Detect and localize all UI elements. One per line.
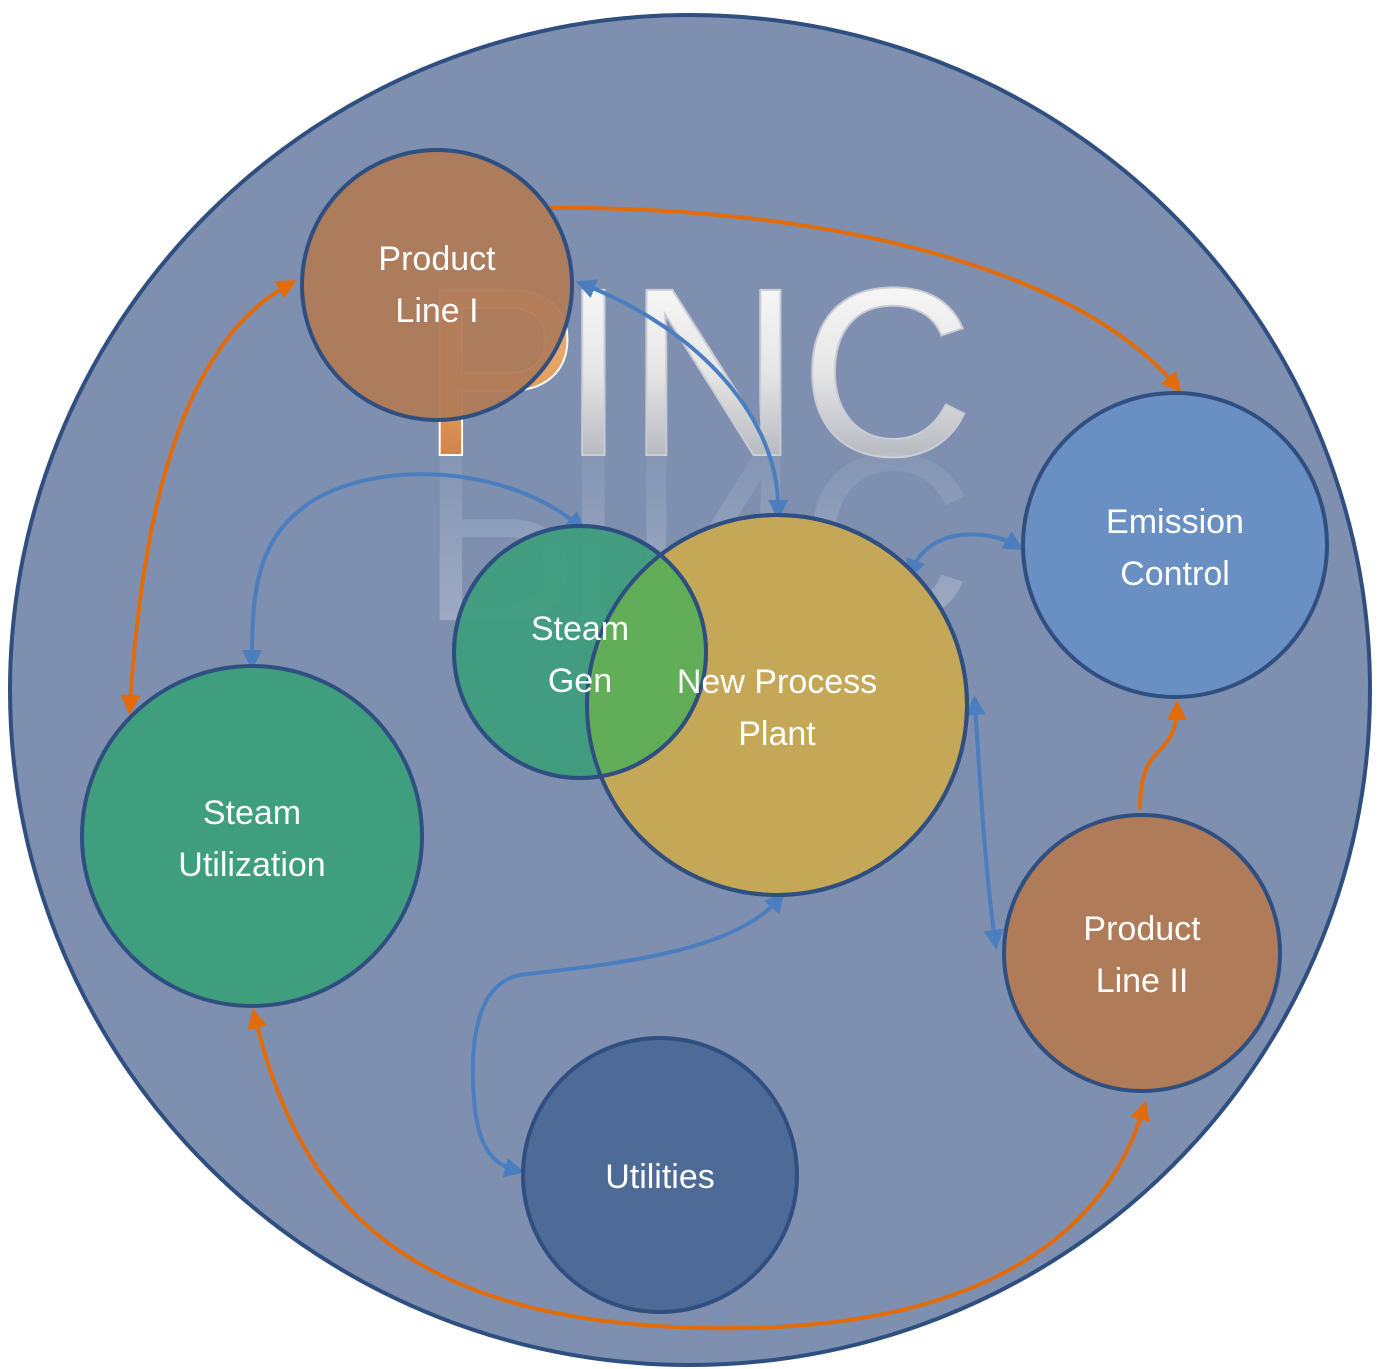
node-label: Emission — [1106, 503, 1244, 541]
node-product-line-2: Product Line II — [1002, 813, 1282, 1093]
node-label: Steam — [203, 794, 301, 832]
node-emission-control: Emission Control — [1021, 391, 1329, 699]
new-process-label-2: Plant — [738, 715, 816, 753]
arrow-steamgen-steamutilization — [242, 472, 586, 670]
arrow-productline2-to-emission — [1138, 700, 1187, 811]
node-label: Line I — [395, 292, 478, 330]
node-utilities: Utilities — [521, 1036, 799, 1314]
overlap-region — [587, 526, 706, 778]
steam-gen-label-1: Steam — [531, 610, 629, 648]
node-steam-utilization: Steam Utilization — [80, 664, 424, 1008]
node-label: Utilization — [178, 846, 325, 884]
arrow-productline1-steamutilization — [120, 280, 297, 715]
arrow-newprocess-emission — [906, 531, 1024, 580]
arrow-steamutilization-productline2 — [247, 1008, 1150, 1331]
node-label: Product — [378, 240, 496, 278]
new-process-label-1: New Process — [677, 663, 877, 701]
arrow-newprocess-productline2 — [965, 695, 1004, 950]
arrow-productline1-to-emission — [544, 205, 1182, 393]
node-label: Line II — [1096, 962, 1189, 1000]
node-label: Product — [1083, 910, 1201, 948]
node-product-line-1: Product Line I — [300, 148, 574, 422]
node-label: Control — [1120, 555, 1230, 593]
arrow-productline1-newprocess — [575, 279, 789, 520]
node-label: Utilities — [605, 1158, 715, 1196]
arrow-newprocess-utilities — [470, 892, 785, 1178]
steam-gen-label-2: Gen — [548, 662, 612, 700]
